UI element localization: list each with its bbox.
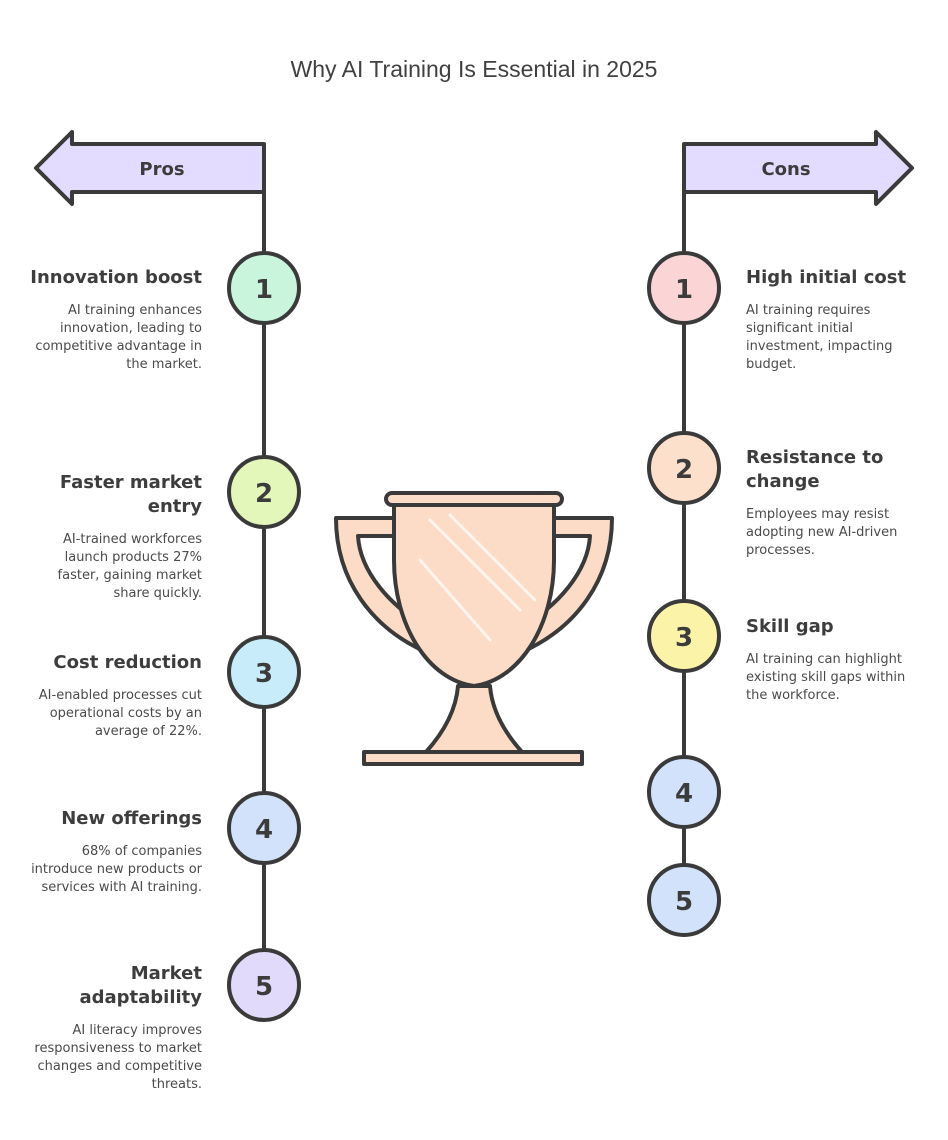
- cons-item-1: High initial cost AI training requires s…: [746, 266, 926, 374]
- trophy-rim: [384, 491, 564, 507]
- pros-number-1: 1: [255, 275, 273, 305]
- cons-circle-3: 3: [647, 599, 721, 673]
- pros-number-3: 3: [255, 659, 273, 689]
- pros-banner-label: Pros: [139, 159, 184, 180]
- pros-item-1-text: AI training enhances innovation, leading…: [35, 303, 202, 372]
- pros-number-4: 4: [255, 815, 273, 845]
- pros-item-3-heading: Cost reduction: [53, 652, 202, 673]
- cons-item-3: Skill gap AI training can highlight exis…: [746, 615, 926, 705]
- pros-banner-arrow: [34, 130, 266, 206]
- cons-banner-label: Cons: [761, 159, 810, 180]
- cons-number-1: 1: [675, 275, 693, 305]
- cons-number-2: 2: [675, 455, 693, 485]
- trophy-stem: [424, 684, 524, 754]
- pros-item-5-heading: Market adaptability: [79, 963, 202, 1008]
- pros-item-3-text: AI-enabled processes cut operational cos…: [38, 688, 202, 739]
- pros-item-2: Faster market entry AI-trained workforce…: [22, 471, 202, 603]
- pros-number-2: 2: [255, 479, 273, 509]
- cons-banner: Cons: [682, 130, 914, 206]
- diagram-title: Why AI Training Is Essential in 2025: [290, 56, 658, 82]
- pros-item-4-heading: New offerings: [61, 808, 202, 829]
- pros-item-5: Market adaptability AI literacy improves…: [22, 962, 202, 1094]
- cons-circle-5: 5: [647, 863, 721, 937]
- cons-circle-1-shape: [647, 251, 721, 325]
- pros-circle-4-shape: [227, 791, 301, 865]
- pros-circle-5: 5: [227, 948, 301, 1022]
- trophy-icon: [334, 491, 614, 766]
- pros-circle-2: 2: [227, 455, 301, 529]
- pros-item-1: Innovation boost AI training enhances in…: [22, 266, 202, 374]
- cons-item-3-heading: Skill gap: [746, 616, 834, 637]
- pros-circle-3-shape: [227, 635, 301, 709]
- cons-number-5: 5: [675, 887, 693, 917]
- pros-circle-3: 3: [227, 635, 301, 709]
- pros-item-5-text: AI literacy improves responsiveness to m…: [34, 1023, 202, 1092]
- cons-circle-4-shape: [647, 755, 721, 829]
- cons-circle-1: 1: [647, 251, 721, 325]
- cons-circle-4: 4: [647, 755, 721, 829]
- cons-item-1-text: AI training requires significant initial…: [746, 303, 893, 372]
- pros-item-1-heading: Innovation boost: [30, 267, 202, 288]
- trophy-base: [362, 750, 584, 766]
- pros-circle-4: 4: [227, 791, 301, 865]
- pros-circle-1: 1: [227, 251, 301, 325]
- cons-circle-3-shape: [647, 599, 721, 673]
- cons-number-3: 3: [675, 623, 693, 653]
- cons-item-1-heading: High initial cost: [746, 267, 907, 288]
- cons-number-4: 4: [675, 779, 693, 809]
- cons-item-2-text: Employees may resist adopting new AI-dri…: [746, 507, 898, 558]
- pros-item-4-text: 68% of companies introduce new products …: [31, 844, 202, 895]
- cons-circle-2: 2: [647, 431, 721, 505]
- pros-circle-5-shape: [227, 948, 301, 1022]
- pros-item-2-heading: Faster market entry: [59, 472, 202, 517]
- cons-item-3-text: AI training can highlight existing skill…: [746, 652, 906, 703]
- cons-item-2: Resistance to change Employees may resis…: [746, 446, 926, 560]
- pros-item-4: New offerings 68% of companies introduce…: [22, 807, 202, 897]
- cons-circle-2-shape: [647, 431, 721, 505]
- pros-item-3: Cost reduction AI-enabled processes cut …: [22, 651, 202, 741]
- pros-number-5: 5: [255, 972, 273, 1002]
- pros-circle-1-shape: [227, 251, 301, 325]
- cons-banner-arrow: [682, 130, 914, 206]
- pros-circle-2-shape: [227, 455, 301, 529]
- pros-banner: Pros: [34, 130, 266, 206]
- cons-circle-5-shape: [647, 863, 721, 937]
- pros-item-2-text: AI-trained workforces launch products 27…: [57, 532, 202, 601]
- cons-item-2-heading: Resistance to change: [746, 447, 884, 492]
- trophy-hatch: [418, 513, 537, 642]
